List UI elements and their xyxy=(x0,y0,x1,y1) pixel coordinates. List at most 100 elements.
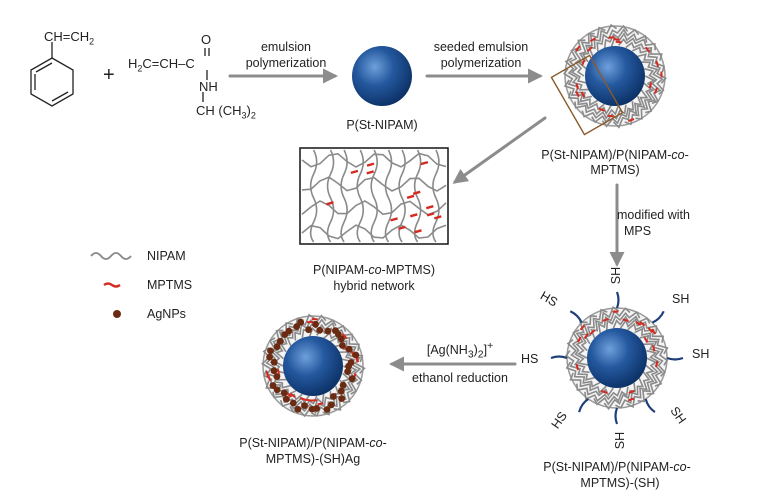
ag-nanoparticle xyxy=(316,326,324,334)
mptms-segment xyxy=(628,389,635,395)
reaction-arrows xyxy=(228,68,625,372)
polymer-chain xyxy=(564,350,595,381)
mptms-segment xyxy=(577,336,582,343)
polymer-chain xyxy=(593,386,629,406)
core-particle xyxy=(352,46,412,106)
styrene-structure xyxy=(30,42,74,107)
nipam-carbonyl-o: O xyxy=(201,32,212,47)
ag-nanoparticle xyxy=(293,323,300,330)
thiol-arm xyxy=(615,291,620,309)
polymer-chain xyxy=(624,89,649,126)
polymer-chain xyxy=(263,369,297,396)
thiol-arm xyxy=(666,356,684,361)
mptms-segment xyxy=(647,327,653,333)
polymer-chain xyxy=(636,53,667,84)
legend-nipam-swatch xyxy=(90,252,132,260)
mptms-segment xyxy=(644,46,651,53)
polymer-chain xyxy=(329,336,364,363)
ag-nanoparticle xyxy=(338,335,345,343)
polymer-chain xyxy=(564,57,590,91)
thiol-label-right: SH xyxy=(692,347,710,361)
ag-nanoparticle xyxy=(337,387,345,395)
ag-nanoparticle xyxy=(330,393,337,400)
core-product-label: P(St-NIPAM) xyxy=(346,118,418,132)
mptms-segment xyxy=(575,45,581,52)
ag-nanoparticle xyxy=(273,373,281,380)
nipam-nh-label: NH xyxy=(199,79,218,94)
shell-product-label-1: P(St-NIPAM)/P(NIPAM-co- xyxy=(541,148,689,162)
ag-nanoparticle xyxy=(348,375,356,383)
network-crosslink xyxy=(326,149,335,243)
ag-particle xyxy=(260,313,366,418)
polymer-chain xyxy=(634,327,669,355)
ag-nanoparticle xyxy=(273,386,281,394)
mptms-segment xyxy=(409,213,418,218)
ag-product-label-2: MPTMS)-(SH)Ag xyxy=(265,452,361,466)
polymer-chain xyxy=(625,41,663,61)
polymer-chain xyxy=(280,317,304,353)
step-ag-line2: ethanol reduction xyxy=(412,371,508,385)
ag-nanoparticle xyxy=(297,318,305,326)
mptms-segment xyxy=(589,329,596,335)
sh-product-label-1: P(St-NIPAM)/P(NIPAM-co- xyxy=(543,460,691,474)
polymer-chain xyxy=(615,376,645,409)
network-chain xyxy=(301,224,447,240)
ag-product-label-1: P(St-NIPAM)/P(NIPAM-co- xyxy=(239,436,387,450)
plus-sign: + xyxy=(103,64,115,86)
step-seeded-line2: polymerization xyxy=(440,56,522,70)
network-crosslink xyxy=(356,149,365,243)
polymer-chain xyxy=(645,357,659,395)
mptms-segment xyxy=(643,336,649,344)
network-crosslink xyxy=(432,149,440,243)
mptms-segment xyxy=(406,194,415,199)
mptms-segment xyxy=(589,37,597,43)
styrene-vinyl-label: CH=CH2 xyxy=(44,29,95,47)
mptms-segment xyxy=(433,215,442,220)
mptms-segment xyxy=(580,91,586,98)
mptms-segment xyxy=(299,397,306,401)
mptms-segment xyxy=(651,328,657,335)
core-shell-particle xyxy=(550,23,667,136)
mptms-segment xyxy=(267,374,271,382)
polymer-chain xyxy=(643,343,666,377)
polymer-chain xyxy=(569,372,607,394)
ag-nanoparticle xyxy=(323,406,331,413)
zoom-box xyxy=(550,54,624,136)
ag-nanoparticle xyxy=(345,345,353,353)
polymer-chain xyxy=(286,313,316,347)
polymer-chain xyxy=(644,75,657,114)
legend-agnps-swatch xyxy=(113,310,121,318)
thiol-label-bottom: SH xyxy=(613,431,628,450)
polymer-chain xyxy=(311,385,340,417)
mptms-segment xyxy=(583,333,589,340)
network-label-2: hybrid network xyxy=(333,279,415,293)
mptms-segment xyxy=(655,360,659,368)
nipam-ch-label: CH (CH3)2 xyxy=(196,103,256,121)
polymer-chain xyxy=(597,307,631,334)
step-emulsion-line2: polymerization xyxy=(245,56,327,70)
mptms-segment xyxy=(587,46,593,52)
polymer-chain xyxy=(605,310,641,331)
mptms-segment xyxy=(412,190,421,195)
polymer-chain xyxy=(274,322,293,360)
polymer-chain xyxy=(567,90,605,111)
polymer-chain xyxy=(637,364,655,403)
step-ag-line1: [Ag(NH3)2]+ xyxy=(426,341,494,361)
nipam-vinyl-label: H2C=CH–C xyxy=(128,56,195,74)
mptms-segment xyxy=(639,321,646,327)
mptms-segment xyxy=(420,160,429,166)
mptms-segment xyxy=(341,333,348,340)
polymer-chain xyxy=(627,322,665,343)
step-seeded-line1: seeded emulsion xyxy=(433,40,529,54)
sh-product-label-2: MPTMS)-(SH) xyxy=(580,476,660,490)
network-chain xyxy=(301,176,447,192)
mptms-segment xyxy=(317,402,324,406)
mptms-segment xyxy=(425,205,434,210)
step-emulsion-line1: emulsion xyxy=(260,40,312,54)
mptms-segment xyxy=(607,114,614,118)
step-modified-line2: MPS xyxy=(624,224,652,238)
step-modified-line1: modified with xyxy=(617,208,690,222)
ag-nanoparticle xyxy=(338,395,346,402)
legend-mptms-label: MPTMS xyxy=(147,278,193,292)
